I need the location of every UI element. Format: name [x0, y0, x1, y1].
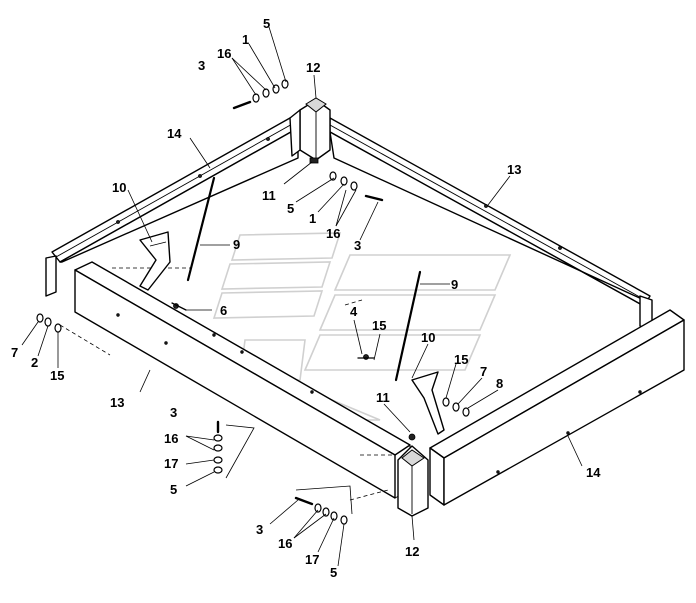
front-corner-post	[397, 445, 429, 517]
callout-label: 5	[330, 565, 337, 580]
callout-label: 17	[164, 456, 178, 471]
callout-label: 15	[50, 368, 64, 383]
callout-label: 1	[309, 211, 316, 226]
dashed-assembly-lines	[59, 267, 392, 501]
callout-label: 15	[454, 352, 468, 367]
bottom-left-hardware-stack	[213, 420, 255, 479]
callout-label: 10	[112, 180, 126, 195]
callout-labels: 5 1 16 3 12 14 13 10 11 5 1 16 3 9 9 6 4…	[11, 16, 601, 580]
callout-label: 5	[287, 201, 294, 216]
callout-label: 15	[372, 318, 386, 333]
callout-label: 14	[586, 465, 601, 480]
mid-hardware-stack	[309, 157, 384, 202]
callout-label: 11	[262, 188, 276, 203]
callout-label: 11	[376, 390, 390, 405]
left-end-hardware	[36, 313, 62, 333]
left-strut-assembly	[139, 176, 216, 311]
callout-label: 9	[451, 277, 458, 292]
callout-label: 6	[220, 303, 227, 318]
top-hardware-stack	[232, 79, 289, 110]
callout-label: 10	[421, 330, 435, 345]
callout-label: 12	[306, 60, 320, 75]
callout-label: 1	[242, 32, 249, 47]
front-right-panel	[429, 309, 685, 506]
callout-label: 2	[31, 355, 38, 370]
callout-label: 16	[278, 536, 292, 551]
callout-label: 4	[350, 304, 358, 319]
right-end-hardware	[442, 397, 470, 417]
callout-label: 7	[11, 345, 18, 360]
callout-label: 12	[405, 544, 419, 559]
leader-lines	[21, 26, 583, 567]
callout-label: 7	[480, 364, 487, 379]
callout-label: 9	[233, 237, 240, 252]
callout-label: 3	[256, 522, 263, 537]
right-strut-assembly	[357, 270, 445, 441]
callout-label: 13	[110, 395, 124, 410]
callout-label: 5	[263, 16, 270, 31]
callout-label: 16	[326, 226, 340, 241]
callout-label: 14	[167, 126, 182, 141]
callout-label: 5	[170, 482, 177, 497]
back-left-rail	[45, 117, 299, 297]
callout-label: 3	[354, 238, 361, 253]
callout-label: 16	[164, 431, 178, 446]
callout-label: 13	[507, 162, 521, 177]
back-corner-post	[289, 97, 331, 161]
callout-label: 3	[170, 405, 177, 420]
bottom-center-hardware-stack	[294, 485, 353, 525]
front-left-panel	[74, 261, 411, 499]
callout-label: 3	[198, 58, 205, 73]
callout-label: 17	[305, 552, 319, 567]
back-right-rail	[329, 117, 653, 331]
callout-label: 16	[217, 46, 231, 61]
watermark	[199, 232, 512, 421]
callout-label: 8	[496, 376, 503, 391]
